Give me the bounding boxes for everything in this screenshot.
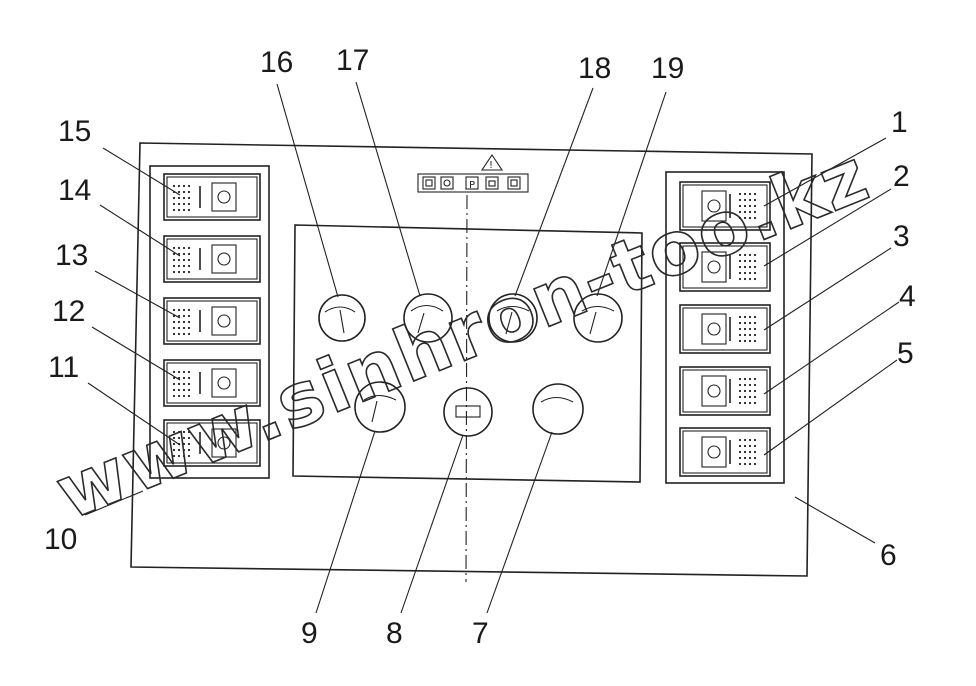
switch-dot-grid bbox=[738, 315, 757, 343]
callout-1: 1 bbox=[891, 106, 908, 139]
switch-dot-grid bbox=[738, 377, 757, 405]
gauge-17 bbox=[403, 293, 453, 343]
light-icon bbox=[211, 428, 237, 458]
switch-module bbox=[679, 427, 771, 477]
wiper-blade-icon bbox=[701, 313, 727, 345]
display-8 bbox=[443, 387, 493, 437]
switch-dot-grid bbox=[738, 192, 757, 220]
gauge-9 bbox=[354, 381, 406, 433]
callout-10: 10 bbox=[44, 523, 77, 556]
arrows-icon bbox=[701, 436, 727, 468]
switch-module bbox=[679, 181, 771, 231]
callout-16: 16 bbox=[260, 46, 293, 79]
callout-3: 3 bbox=[893, 220, 910, 253]
warning-strip: P bbox=[417, 173, 529, 193]
switch-module bbox=[163, 297, 261, 345]
callout-5: 5 bbox=[897, 337, 914, 370]
window-icon bbox=[701, 251, 727, 283]
callout-8: 8 bbox=[386, 617, 403, 650]
switch-dot-grid bbox=[172, 246, 191, 274]
callout-11: 11 bbox=[48, 351, 79, 384]
switch-module bbox=[163, 359, 261, 407]
switch-module bbox=[679, 304, 771, 354]
callout-19: 19 bbox=[651, 52, 684, 85]
gauge-18 bbox=[488, 293, 538, 343]
switch-dot-grid bbox=[172, 370, 191, 398]
fan-icon bbox=[211, 306, 237, 336]
rear-defrost-icon bbox=[701, 375, 727, 407]
outer-panel bbox=[130, 142, 813, 577]
wiper-icon bbox=[701, 190, 727, 222]
gauge-16 bbox=[318, 294, 366, 342]
sun-icon bbox=[211, 244, 237, 274]
headlight-icon bbox=[211, 368, 237, 398]
svg-text:!: ! bbox=[489, 160, 493, 171]
callout-9: 9 bbox=[301, 617, 318, 650]
svg-text:P: P bbox=[469, 180, 475, 191]
instrument-cluster bbox=[292, 224, 643, 483]
callout-13: 13 bbox=[55, 239, 88, 272]
warning-triangle-icon: ! bbox=[480, 154, 504, 171]
callout-14: 14 bbox=[58, 174, 91, 207]
callout-15: 15 bbox=[58, 115, 91, 148]
callout-6: 6 bbox=[880, 539, 897, 572]
callout-2: 2 bbox=[893, 160, 910, 193]
callout-17: 17 bbox=[336, 44, 369, 77]
switch-dot-grid bbox=[172, 308, 191, 336]
switch-module bbox=[679, 366, 771, 416]
gauge-7 bbox=[532, 383, 584, 435]
switch-dot-grid bbox=[172, 184, 191, 212]
switch-module bbox=[163, 173, 261, 221]
callout-12: 12 bbox=[52, 295, 85, 328]
switch-module bbox=[163, 419, 261, 467]
switch-module bbox=[679, 242, 771, 292]
lamp-icon bbox=[211, 182, 237, 212]
leader-lines bbox=[84, 81, 900, 614]
right-switch-panel bbox=[665, 171, 785, 484]
callout-7: 7 bbox=[472, 617, 489, 650]
switch-module bbox=[163, 235, 261, 283]
callout-18: 18 bbox=[578, 52, 611, 85]
switch-dot-grid bbox=[738, 438, 757, 466]
left-switch-panel bbox=[149, 165, 270, 479]
callout-4: 4 bbox=[899, 280, 916, 313]
switch-dot-grid bbox=[738, 253, 757, 281]
